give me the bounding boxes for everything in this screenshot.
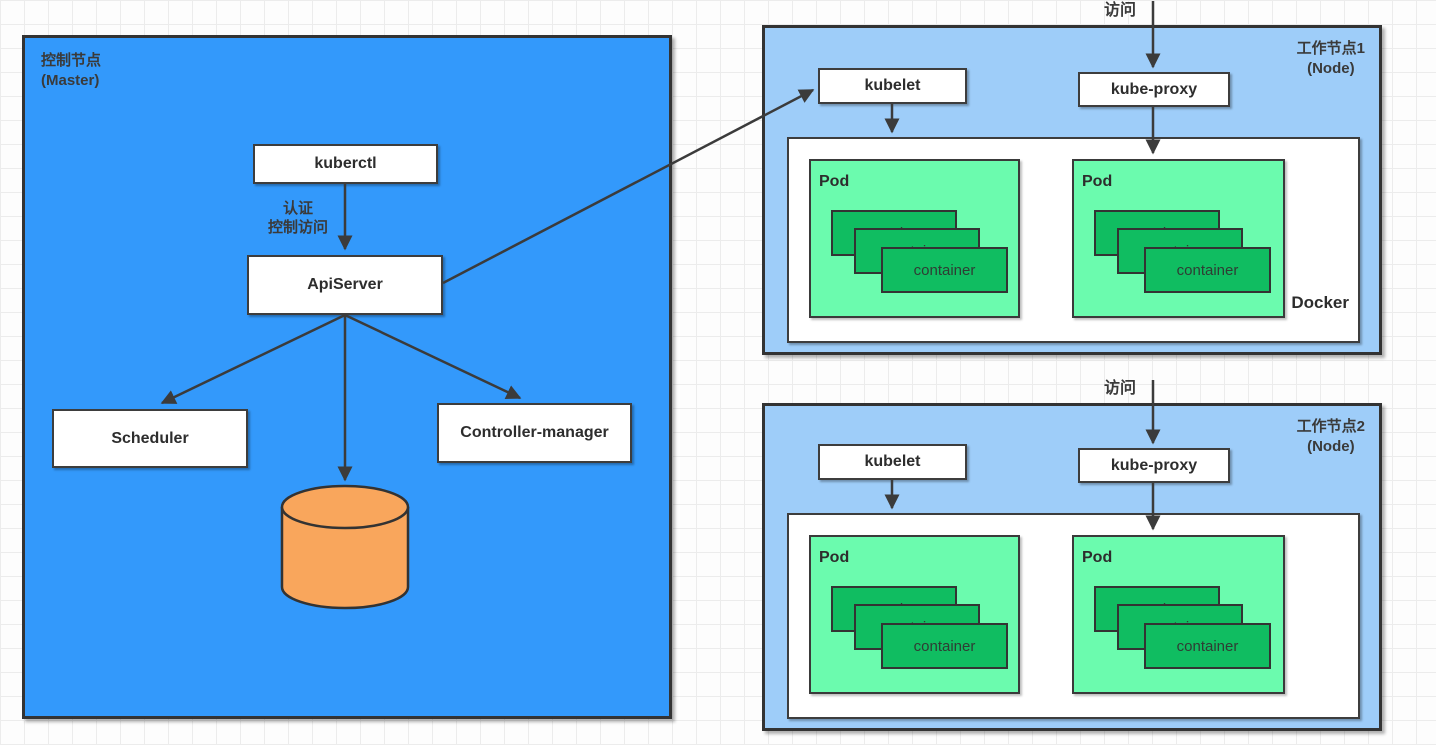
master-title: 控制节点 — [41, 52, 102, 69]
node2-subtitle: (Node) — [1307, 438, 1355, 455]
etcd-label: etcd — [328, 553, 362, 570]
node1-docker-box: Docker Pod container container container… — [787, 137, 1360, 343]
node1-pod-2-label: Pod — [1082, 173, 1113, 190]
node2-pod-2: Pod container container container — [1072, 535, 1285, 694]
node1-pod-2: Pod container container container — [1072, 159, 1285, 318]
node1-pod-1: Pod container container container — [809, 159, 1020, 318]
node1-access-label: 访问 — [1103, 2, 1136, 19]
master-subtitle: (Master) — [41, 72, 100, 89]
master-region-title: 控制节点 (Master) — [41, 51, 101, 91]
container-label: container — [1176, 637, 1239, 655]
node1-kubelet-box: kubelet — [818, 68, 967, 104]
kuberctl-label: kuberctl — [314, 155, 377, 172]
container-rect: container — [1144, 247, 1271, 293]
auth-line2: 控制访问 — [267, 219, 328, 236]
node2-pod-2-label: Pod — [1082, 549, 1113, 566]
node2-kube-proxy-label: kube-proxy — [1110, 456, 1198, 474]
node2-pod-1-label: Pod — [819, 549, 850, 566]
auth-annotation: 认证 控制访问 — [248, 199, 348, 237]
node2-access-label: 访问 — [1103, 380, 1136, 397]
apiserver-box: ApiServer — [247, 255, 443, 315]
auth-line1: 认证 — [282, 200, 313, 217]
node1-subtitle: (Node) — [1307, 60, 1355, 77]
node1-docker-label: Docker — [1291, 293, 1349, 312]
node2-docker-box: Pod container container container Pod co… — [787, 513, 1360, 719]
node1-kube-proxy-label: kube-proxy — [1110, 80, 1198, 98]
apiserver-label: ApiServer — [307, 276, 383, 293]
master-region: 控制节点 (Master) — [22, 35, 672, 719]
container-rect: container — [881, 623, 1008, 669]
node1-kube-proxy-box: kube-proxy — [1078, 72, 1230, 107]
scheduler-box: Scheduler — [52, 409, 248, 468]
node1-region-title: 工作节点1 (Node) — [1297, 39, 1365, 79]
container-rect: container — [881, 247, 1008, 293]
node2-pod-1: Pod container container container — [809, 535, 1020, 694]
node2-kube-proxy-box: kube-proxy — [1078, 448, 1230, 483]
scheduler-label: Scheduler — [111, 429, 189, 447]
node1-pod-1-label: Pod — [819, 173, 850, 190]
node2-region-title: 工作节点2 (Node) — [1297, 417, 1365, 457]
container-label: container — [1176, 261, 1239, 279]
controller-manager-label: Controller-manager — [460, 424, 609, 441]
node2-kubelet-label: kubelet — [864, 453, 921, 470]
node2-kubelet-box: kubelet — [818, 444, 967, 480]
kuberctl-box: kuberctl — [253, 144, 438, 184]
container-label: container — [913, 261, 976, 279]
container-rect: container — [1144, 623, 1271, 669]
node1-title: 工作节点1 — [1296, 40, 1365, 57]
container-label: container — [913, 637, 976, 655]
controller-manager-box: Controller-manager — [437, 403, 632, 463]
node1-kubelet-label: kubelet — [864, 77, 921, 94]
node2-title: 工作节点2 — [1296, 418, 1365, 435]
